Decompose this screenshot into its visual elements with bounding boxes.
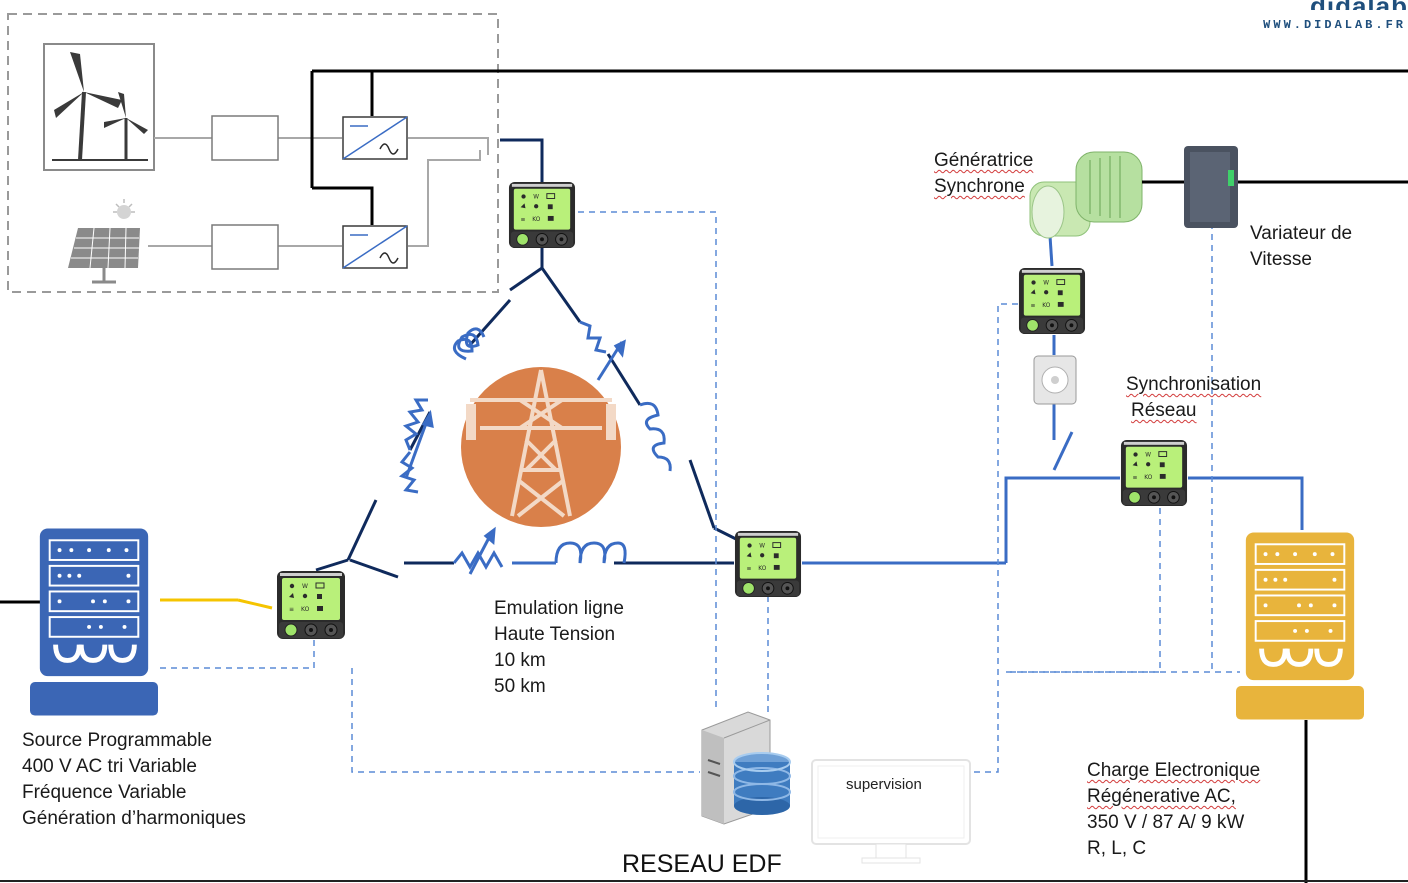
brand-logo: didalab WWW.DIDALAB.FR <box>1238 0 1408 32</box>
brand-logo-text: didalab <box>1238 0 1408 10</box>
drive-icon <box>1184 146 1238 228</box>
source-line-2: 400 V AC tri Variable <box>22 756 197 777</box>
power-meter-icon <box>1018 267 1086 335</box>
emulation-line-1: Emulation ligne <box>494 598 624 619</box>
charge-line-4: R, L, C <box>1087 838 1147 859</box>
emulation-line-4: 50 km <box>494 676 546 697</box>
synchronisation-label: Synchronisation Réseau <box>1126 372 1261 424</box>
charge-line-1: Charge Electronique <box>1087 760 1261 781</box>
line-inductors <box>398 320 672 575</box>
solar-converter-box <box>211 224 279 270</box>
generatrice-line-1: Génératrice <box>934 150 1034 171</box>
synchronisation-line-2: Réseau <box>1131 400 1197 421</box>
charge-line-3: 350 V / 87 A/ 9 kW <box>1087 812 1245 833</box>
generatrice-label: Génératrice Synchrone <box>934 148 1033 200</box>
server-icon <box>701 711 791 825</box>
synchronisation-line-1: Synchronisation <box>1126 374 1262 395</box>
emulation-line-2: Haute Tension <box>494 624 616 645</box>
variateur-label: Variateur de Vitesse <box>1250 221 1352 273</box>
source-line-1: Source Programmable <box>22 730 213 751</box>
brand-url: WWW.DIDALAB.FR <box>1263 18 1406 32</box>
generatrice-line-2: Synchrone <box>934 176 1025 197</box>
inverter-icon <box>342 225 408 269</box>
synchroscope-icon <box>1033 355 1077 405</box>
ac-grid-lines <box>802 235 1304 565</box>
power-meter-icon <box>734 530 802 598</box>
variateur-line-2: Vitesse <box>1250 249 1312 270</box>
renewable-area-box <box>7 13 499 293</box>
wind-turbine-icon <box>43 43 155 171</box>
source-label: Source Programmable 400 V AC tri Variabl… <box>22 728 246 832</box>
generator-icon <box>1029 151 1143 239</box>
source-line-4: Génération d’harmoniques <box>22 808 246 829</box>
power-meter-icon <box>1120 439 1188 507</box>
source-line-3: Fréquence Variable <box>22 782 187 803</box>
emulation-label: Emulation ligne Haute Tension 10 km 50 k… <box>494 596 624 700</box>
power-meter-icon <box>276 570 346 640</box>
renewable-wiring <box>148 137 489 247</box>
solar-panel-icon <box>68 199 140 284</box>
communication-bus <box>160 211 1240 773</box>
monitor-icon <box>811 759 971 864</box>
pylon-icon <box>461 367 621 527</box>
charge-line-2: Régénerative AC, <box>1087 786 1236 807</box>
variateur-line-1: Variateur de <box>1250 223 1353 244</box>
power-meter-icon <box>508 181 576 249</box>
supervision-label: supervision <box>846 776 922 793</box>
load-rack-icon <box>1236 532 1364 719</box>
charge-label: Charge Electronique Régénerative AC, 350… <box>1087 758 1260 862</box>
emulation-line-3: 10 km <box>494 650 546 671</box>
reseau-edf-title: RESEAU EDF <box>622 850 782 878</box>
inverter-icon <box>342 116 408 160</box>
source-rack-icon <box>30 528 158 715</box>
wind-converter-box <box>211 115 279 161</box>
